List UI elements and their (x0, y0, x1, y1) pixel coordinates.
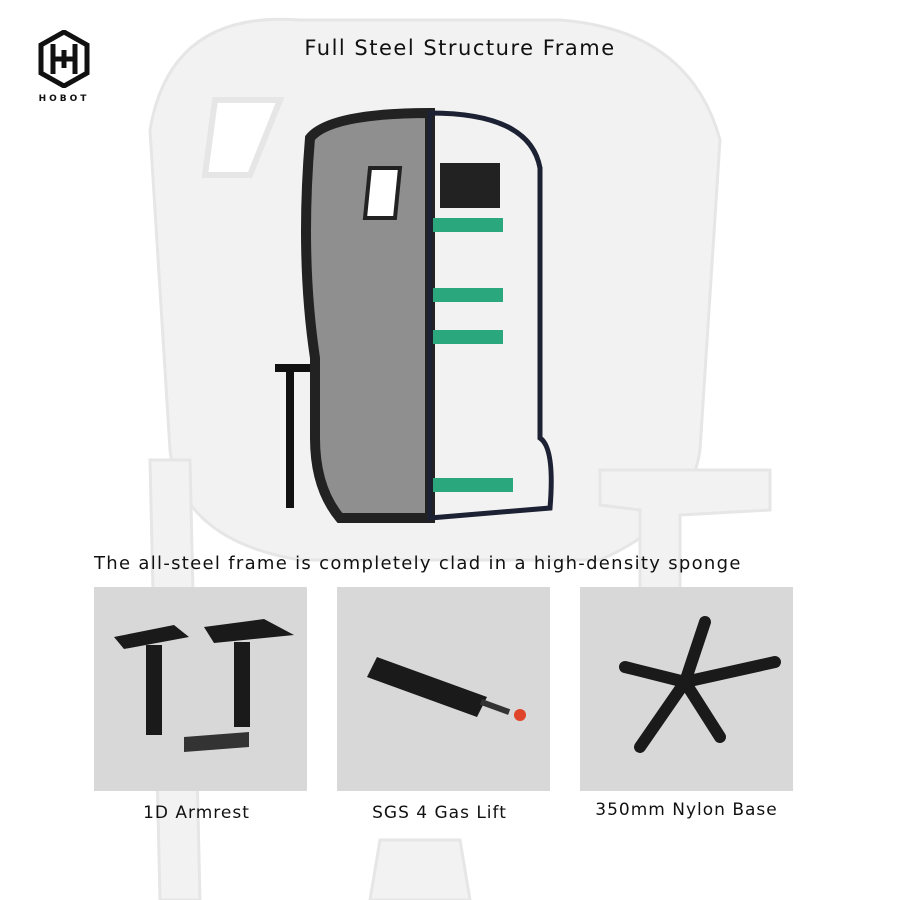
gas-lift-icon (367, 657, 526, 721)
feature-label-gas-lift: SGS 4 Gas Lift (372, 803, 507, 823)
chair-cutaway-image (275, 108, 554, 523)
frame-caption: The all-steel frame is completely clad i… (94, 553, 742, 574)
page-title: Full Steel Structure Frame (304, 36, 616, 60)
armrest-tile (94, 587, 307, 791)
hobot-logo: HOBOT (38, 29, 90, 104)
nylon-base-tile (580, 587, 793, 791)
armrest-icon (114, 619, 294, 752)
brand-name: HOBOT (38, 94, 90, 104)
feature-label-nylon-base: 350mm Nylon Base (595, 800, 778, 820)
feature-label-armrest: 1D Armrest (143, 803, 250, 823)
hobot-hexagon-icon (38, 29, 90, 89)
gas-lift-tile (337, 587, 550, 791)
nylon-base-icon (619, 616, 781, 753)
